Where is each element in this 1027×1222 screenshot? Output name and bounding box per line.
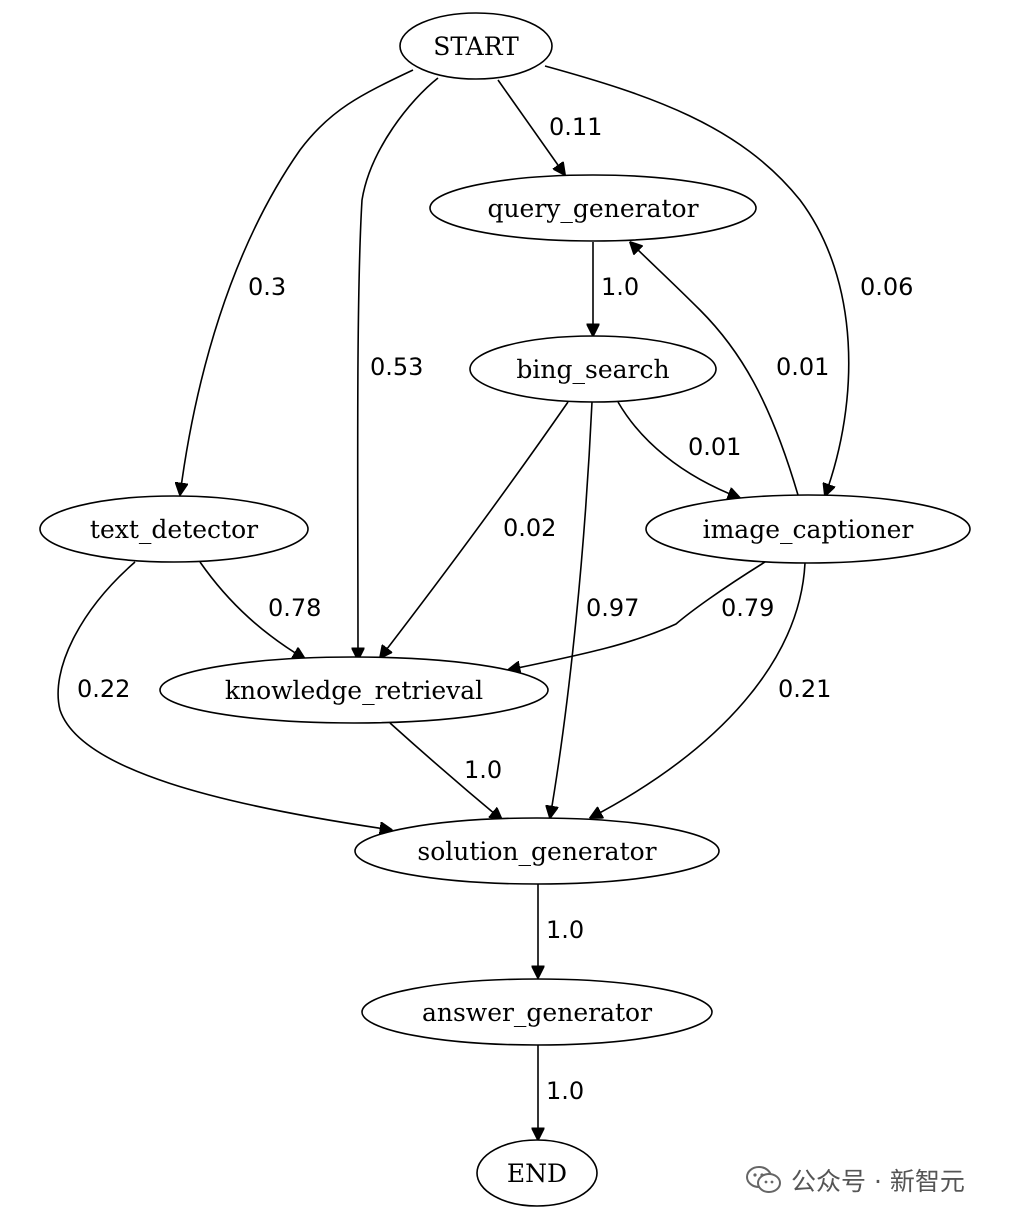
edge-text-detector-solution-generator (57, 561, 392, 830)
edge-label-image-captioner-knowledge-retrieval: 0.79 (721, 594, 774, 622)
node-end: END (476, 1139, 598, 1207)
node-knowledge-retrieval: knowledge_retrieval (159, 656, 549, 724)
edge-start-knowledge-retrieval (358, 77, 439, 660)
edge-image-captioner-query-generator (630, 242, 799, 496)
node-image-captioner: image_captioner (645, 494, 971, 564)
node-text-detector: text_detector (39, 495, 309, 563)
edge-bing-search-knowledge-retrieval (380, 401, 569, 658)
node-label-start: START (433, 32, 519, 61)
edge-label-knowledge-retrieval-solution-generator: 1.0 (464, 756, 502, 784)
node-bing-search: bing_search (469, 335, 717, 403)
watermark: 公众号 · 新智元 (745, 1162, 965, 1198)
edge-start-query-generator (497, 79, 565, 175)
node-answer-generator: answer_generator (361, 978, 713, 1046)
node-label-end: END (507, 1159, 567, 1188)
node-start: START (399, 12, 553, 80)
edge-label-solution-generator-answer-generator: 1.0 (546, 916, 584, 944)
node-label-image-captioner: image_captioner (703, 515, 914, 544)
node-query-generator: query_generator (429, 174, 757, 242)
watermark-text: 公众号 · 新智元 (791, 1167, 965, 1196)
node-label-solution-generator: solution_generator (417, 837, 656, 866)
edge-label-start-query-generator: 0.11 (549, 113, 602, 141)
node-label-answer-generator: answer_generator (422, 998, 652, 1027)
node-label-query-generator: query_generator (487, 194, 698, 223)
node-label-knowledge-retrieval: knowledge_retrieval (225, 676, 483, 705)
edge-label-start-knowledge-retrieval: 0.53 (370, 353, 423, 381)
edge-start-text-detector (180, 69, 414, 495)
edge-text-detector-knowledge-retrieval (199, 561, 305, 659)
edge-bing-search-image-captioner (617, 401, 740, 498)
edge-label-image-captioner-query-generator: 0.01 (776, 353, 829, 381)
edge-label-bing-search-solution-generator: 0.97 (586, 594, 639, 622)
edge-bing-search-solution-generator (550, 401, 593, 818)
edge-label-start-image-captioner: 0.06 (860, 273, 913, 301)
edge-label-bing-search-knowledge-retrieval: 0.02 (503, 514, 556, 542)
edge-label-text-detector-knowledge-retrieval: 0.78 (268, 594, 321, 622)
node-label-text-detector: text_detector (90, 515, 258, 544)
nodes: START query_generator bing_search text_d… (39, 12, 971, 1207)
edge-label-bing-search-image-captioner: 0.01 (688, 433, 741, 461)
node-solution-generator: solution_generator (354, 817, 720, 885)
edge-label-start-text-detector: 0.3 (248, 273, 286, 301)
edge-knowledge-retrieval-solution-generator (389, 722, 502, 820)
edge-image-captioner-knowledge-retrieval (508, 561, 766, 670)
edge-image-captioner-solution-generator (590, 562, 806, 818)
edge-label-answer-generator-end: 1.0 (546, 1077, 584, 1105)
edge-start-image-captioner (544, 65, 850, 496)
node-label-bing-search: bing_search (516, 355, 669, 384)
wechat-icon (746, 1166, 781, 1193)
edge-label-image-captioner-solution-generator: 0.21 (778, 675, 831, 703)
edges (57, 65, 850, 1140)
edge-label-text-detector-solution-generator: 0.22 (77, 675, 130, 703)
edge-labels: 0.11 0.3 0.53 0.06 1.0 0.01 0.01 0.02 0.… (77, 113, 913, 1105)
edge-label-query-generator-bing-search: 1.0 (601, 273, 639, 301)
